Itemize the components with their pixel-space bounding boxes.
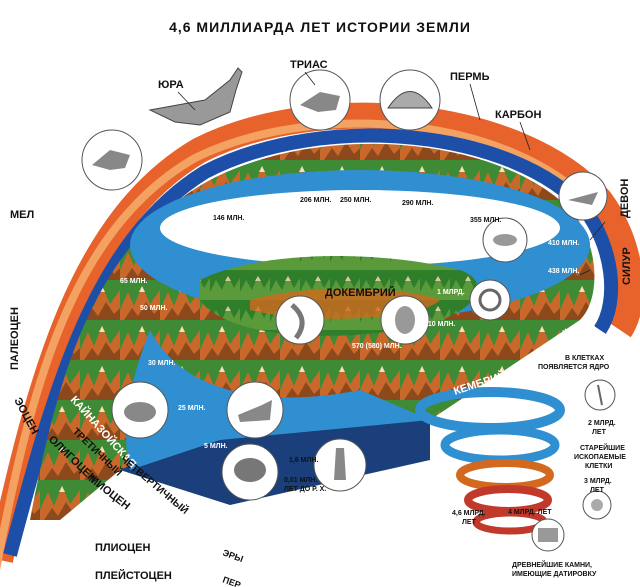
note-stones-1: ДРЕВНЕЙШИЕ КАМНИ, <box>512 560 592 569</box>
age-206: 206 МЛН. <box>300 197 331 204</box>
note-3b-b: ЛЕТ <box>590 487 605 494</box>
note-fossil-2: ИСКОПАЕМЫЕ <box>574 454 626 461</box>
caveman-icon <box>313 438 367 492</box>
mammoth-icon <box>221 443 279 501</box>
age-30: 30 МЛН. <box>148 360 176 367</box>
age-1b: 1 МЛРД. <box>437 289 465 296</box>
label-dokembriy: ДОКЕМБРИЙ <box>325 286 396 299</box>
age-0-01-b: ЛЕТ ДО Р. Х. <box>284 486 326 493</box>
note-cells-2: ПОЯВЛЯЕТСЯ ЯДРО <box>538 364 610 371</box>
note-4b: 4 МЛРД. ЛЕТ <box>508 509 552 516</box>
age-146: 146 МЛН. <box>213 215 244 222</box>
age-1-6: 1,6 МЛН. <box>289 457 318 464</box>
trilobite-fossil-icon <box>380 295 430 345</box>
label-jura: ЮРА <box>158 79 184 91</box>
age-510: 510 МЛН. <box>424 321 455 328</box>
age-0-01-a: 0,01 МЛН. <box>284 477 317 484</box>
age-markers: 146 МЛН. 206 МЛН. 250 МЛН. 290 МЛН. 355 … <box>120 197 579 493</box>
age-355: 355 МЛН. <box>470 217 501 224</box>
spiral-notes: В КЛЕТКАХ ПОЯВЛЯЕТСЯ ЯДРО 2 МЛРД. ЛЕТ СТ… <box>452 355 626 578</box>
age-290: 290 МЛН. <box>402 200 433 207</box>
trex-icon <box>289 69 351 131</box>
horse-icon <box>226 381 284 439</box>
age-570: 570 (580) МЛН. <box>352 343 402 350</box>
trilobite-icon <box>482 217 528 263</box>
note-cells-1: В КЛЕТКАХ <box>565 355 604 362</box>
scorpion-icon <box>558 171 608 221</box>
age-5: 5 МЛН. <box>204 443 228 450</box>
worm-icon <box>275 295 325 345</box>
note-46b-a: 4,6 МЛРД. <box>452 510 486 517</box>
note-46b-b: ЛЕТ <box>462 519 477 526</box>
label-trias: ТРИАС <box>290 59 328 71</box>
leader-lines <box>177 71 606 276</box>
age-438: 438 МЛН. <box>548 268 579 275</box>
age-250: 250 МЛН. <box>340 197 371 204</box>
label-per: ПЕР <box>221 574 242 587</box>
rhino-icon <box>111 381 169 439</box>
note-2b-a: 2 МЛРД. <box>588 420 616 427</box>
page-title: 4,6 МИЛЛИАРДА ЛЕТ ИСТОРИИ ЗЕМЛИ <box>169 19 471 35</box>
age-410: 410 МЛН. <box>548 240 579 247</box>
label-karbon: КАРБОН <box>495 109 541 121</box>
fossil-icons <box>81 67 616 552</box>
dinosaur-icon <box>148 67 243 126</box>
rock-icon <box>531 518 565 552</box>
spiral-descent <box>415 387 565 535</box>
note-fossil-3: КЛЕТКИ <box>585 463 612 470</box>
cell-icon <box>582 490 612 520</box>
label-devon: ДЕВОН <box>619 179 631 218</box>
dimetrodon-icon <box>379 69 441 131</box>
fern-icon <box>584 379 616 411</box>
ammonite-icon <box>469 279 511 321</box>
note-stones-2: ИМЕЮЩИЕ ДАТИРОВКУ <box>512 571 597 578</box>
label-pleistocen: ПЛЕЙСТОЦЕН <box>95 569 172 582</box>
label-mel: МЕЛ <box>10 209 34 221</box>
raptor-icon <box>81 129 143 191</box>
label-paleocen: ПАЛЕОЦЕН <box>9 307 21 370</box>
label-pliocen: ПЛИОЦЕН <box>95 542 150 554</box>
age-65: 65 МЛН. <box>120 278 148 285</box>
label-silur: СИЛУР <box>621 247 633 285</box>
label-perm: ПЕРМЬ <box>450 71 490 83</box>
note-fossil-1: СТАРЕЙШИЕ <box>580 443 625 452</box>
label-ery: ЭРЫ <box>221 547 245 564</box>
age-25: 25 МЛН. <box>178 405 206 412</box>
age-50: 50 МЛН. <box>140 305 168 312</box>
note-3b-a: 3 МЛРД. <box>584 478 612 485</box>
note-2b-b: ЛЕТ <box>592 429 607 436</box>
